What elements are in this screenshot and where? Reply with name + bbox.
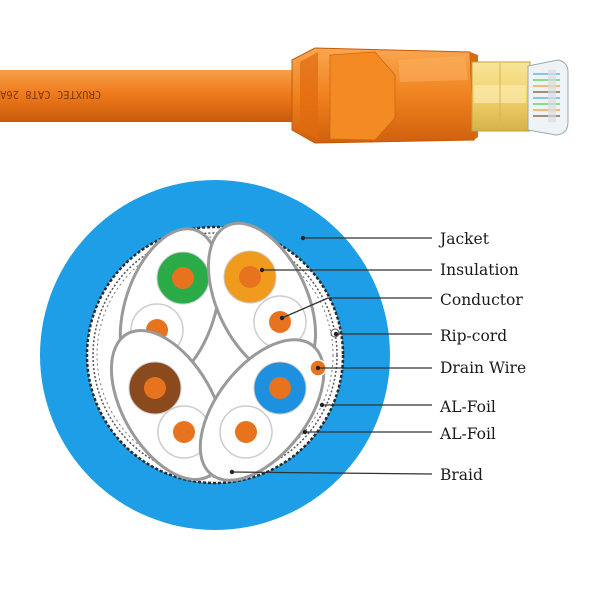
pair-orange	[206, 221, 318, 379]
cable-cross-section	[40, 180, 390, 530]
leader-dots	[229, 235, 339, 475]
label-drain-wire: Drain Wire	[440, 359, 526, 377]
rj45-plug	[471, 61, 531, 132]
label-conductor: Conductor	[440, 291, 523, 309]
label-braid: Braid	[440, 466, 483, 484]
label-al-foil-1: AL-Foil	[439, 398, 496, 416]
cable-jacket	[0, 70, 305, 122]
rj45-clear-tip	[527, 59, 569, 136]
pair-brown	[109, 329, 227, 481]
pair-blue	[198, 338, 326, 482]
cable-print-text: CRUXTEC CAT8 26AWG SSTP PATCH CA	[0, 88, 101, 100]
label-jacket: Jacket	[438, 230, 490, 248]
patch-cable: CRUXTEC CAT8 26AWG SSTP PATCH CA	[0, 47, 569, 144]
label-al-foil-2: AL-Foil	[439, 425, 496, 443]
label-rip-cord: Rip-cord	[440, 327, 507, 345]
connector-boot	[291, 47, 478, 144]
leader-lines	[231, 237, 433, 475]
component-labels: Jacket Insulation Conductor Rip-cord Dra…	[438, 230, 526, 484]
label-insulation: Insulation	[440, 261, 519, 279]
al-foil-outer	[92, 232, 338, 478]
